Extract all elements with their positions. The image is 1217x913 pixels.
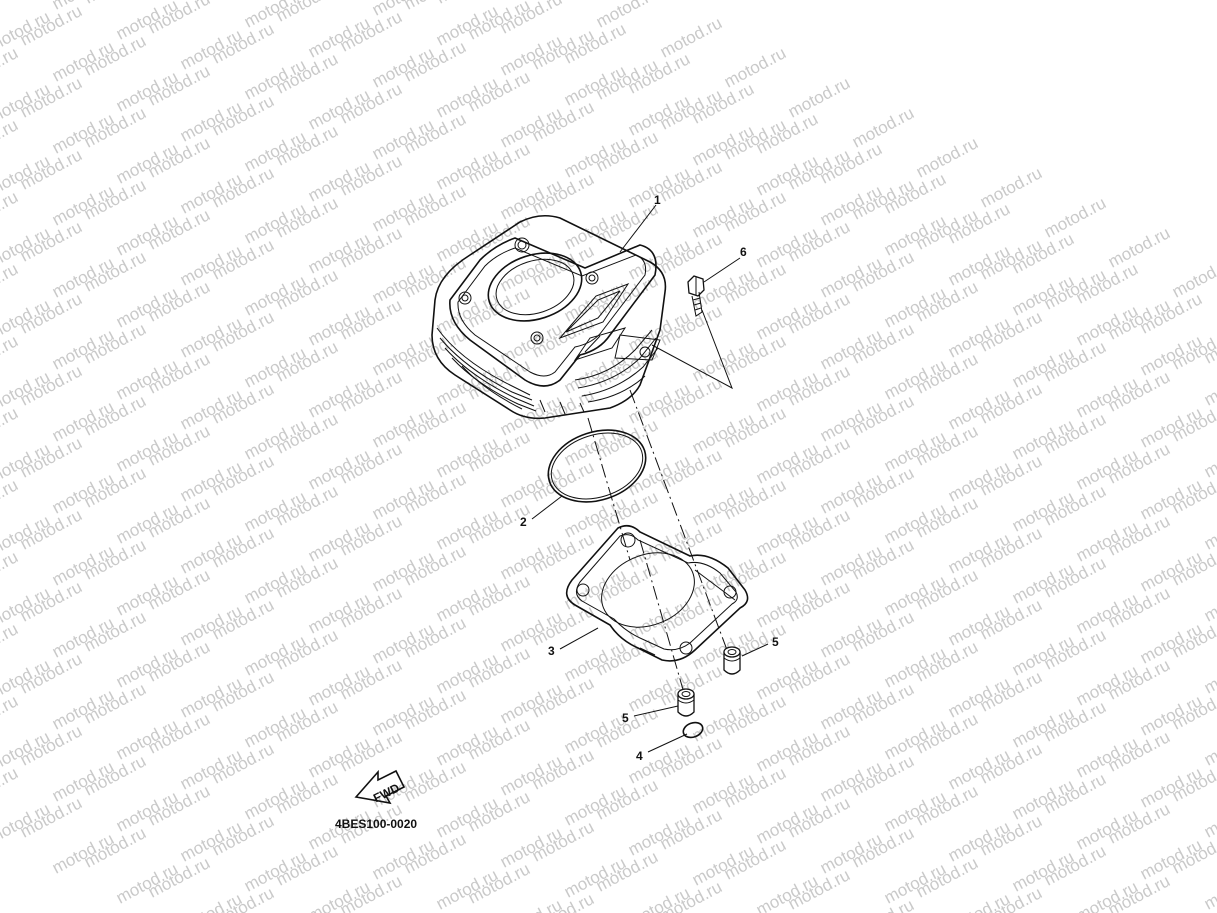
callout-2: 2 xyxy=(520,515,527,529)
small-o-ring-part[interactable] xyxy=(681,720,705,740)
fwd-arrow-icon: FWD xyxy=(354,769,406,806)
guide-line-dowel-2 xyxy=(639,539,687,701)
leader-6 xyxy=(703,257,741,283)
cylinder-part[interactable] xyxy=(431,214,667,420)
guide-line-bore xyxy=(587,417,631,561)
leader-4 xyxy=(647,733,688,753)
dowel-pin-part-a[interactable] xyxy=(677,688,695,717)
bolt-leader-lines xyxy=(651,309,733,390)
guide-line-dowel xyxy=(629,389,731,659)
base-gasket-part[interactable] xyxy=(565,524,749,662)
leader-3 xyxy=(559,627,599,650)
fwd-label: FWD xyxy=(371,781,402,806)
diagram-code: 4BES100-0020 xyxy=(335,817,417,831)
callout-4: 4 xyxy=(636,749,643,763)
leader-5b xyxy=(741,643,769,657)
o-ring-part[interactable] xyxy=(539,418,655,514)
callout-6: 6 xyxy=(740,245,747,259)
callout-3: 3 xyxy=(548,644,555,658)
callout-5b: 5 xyxy=(772,635,779,649)
bolt-part[interactable] xyxy=(687,275,705,317)
leader-2 xyxy=(531,495,563,520)
leader-5a xyxy=(633,705,679,717)
dowel-pin-part-b[interactable] xyxy=(723,646,741,675)
callout-1: 1 xyxy=(654,193,661,207)
callout-5a: 5 xyxy=(622,711,629,725)
leader-1 xyxy=(619,204,657,253)
